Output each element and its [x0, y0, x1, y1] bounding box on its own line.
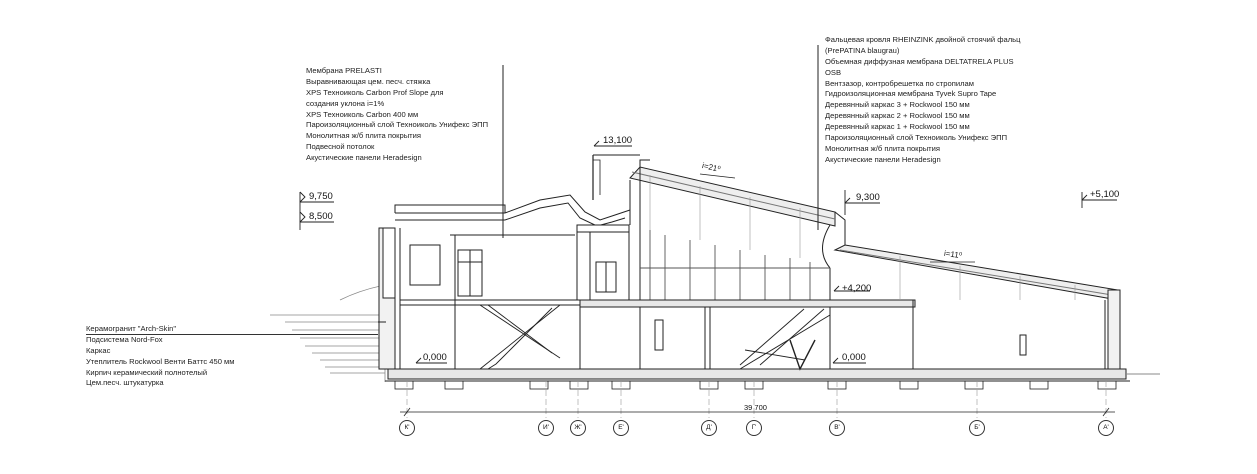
note-line: Вентзазор, контробрешетка по стропилам [825, 78, 974, 88]
note-line: Фальцевая кровля RHEINZINK двойной стояч… [825, 35, 1021, 44]
level-label-5100: +5,100 [1090, 189, 1120, 200]
note-line: Деревянный каркас 1 + Rockwool 150 мм [825, 122, 970, 132]
note-line: Керамогранит "Arch-Skin" [86, 324, 177, 333]
note-line: XPS Техноиколь Carbon 400 мм [306, 109, 419, 119]
level-markers [299, 140, 1117, 364]
note-line: Акустические панели Heradesign [825, 154, 941, 164]
slope-arrows [699, 173, 975, 263]
axis-bubble-k: К' [399, 420, 415, 436]
leader-lines [378, 45, 819, 323]
left-block-structure [378, 204, 580, 370]
note-line: Цем.песч. штукатурка [86, 378, 164, 388]
note-line: (PrePATINA blaugrau) [825, 45, 900, 55]
axis-bubble-g: Г' [746, 420, 762, 436]
flat-roof-layers-note: Мембрана PRELASTI Выравнивающая цем. пес… [306, 66, 488, 164]
axis-bubble-e: Е' [613, 420, 629, 436]
foundation-slab [385, 368, 1160, 382]
mezzanine-slab [579, 299, 1027, 369]
left-stair [479, 304, 561, 370]
axis-bubble-v: В' [829, 420, 845, 436]
axis-bubble-zh: Ж' [570, 420, 586, 436]
overall-dimension-label: 39 700 [744, 403, 767, 412]
note-line: Выравнивающая цем. песч. стяжка [306, 76, 431, 86]
pitched-roof-high [629, 159, 836, 300]
axis-bubble-a: А' [1098, 420, 1114, 436]
level-label-13100: 13,100 [603, 135, 633, 146]
note-line: создания уклона i=1% [306, 98, 385, 108]
note-line: Деревянный каркас 2 + Rockwool 150 мм [825, 111, 970, 121]
note-line: Гидроизоляционная мембрана Tyvek Supro T… [825, 89, 997, 99]
note-line: Подсистема Nord-Fox [86, 334, 163, 344]
note-line: Пароизоляционный слой Техноиколь Унифекс… [306, 120, 489, 130]
pitched-roof-low [822, 211, 1121, 370]
level-label-4200: +4,200 [842, 283, 872, 294]
level-label-9300: 9,300 [856, 192, 880, 203]
level-label-zero-left: 0,000 [423, 352, 447, 363]
level-label-zero-right: 0,000 [842, 352, 866, 363]
pitched-roof-layers-note: Фальцевая кровля RHEINZINK двойной стояч… [825, 35, 1020, 166]
note-line: Подвесной потолок [306, 142, 375, 152]
note-line: Монолитная ж/б плита покрытия [306, 131, 422, 141]
axis-bubble-d: Д' [701, 420, 717, 436]
central-stair [739, 308, 831, 371]
note-line: Утеплитель Rockwool Венти Баттс 450 мм [86, 356, 235, 366]
wall-layers-note: Керамогранит "Arch-Skin" Подсистема Nord… [86, 324, 234, 389]
axis-bubble-b: Б' [969, 420, 985, 436]
level-label-9750: 9,750 [309, 191, 333, 202]
glazing [640, 230, 830, 300]
axis-bubble-i: И' [538, 420, 554, 436]
footings [394, 380, 1117, 390]
note-line: Пароизоляционный слой Техноиколь Унифекс… [825, 133, 1008, 143]
note-line: OSB [825, 67, 842, 77]
central-roof-volume [504, 154, 640, 369]
note-line: Каркас [86, 345, 111, 355]
grid-axis-lines [406, 381, 1107, 418]
note-line: XPS Техноиколь Carbon Prof Slope для [306, 87, 444, 97]
wall-note-leader [86, 334, 378, 335]
note-line: Объемная диффузная мембрана DELTATRELA P… [825, 56, 1014, 66]
note-line: Мембрана PRELASTI [306, 66, 382, 75]
level-label-8500: 8,500 [309, 211, 333, 222]
note-line: Деревянный каркас 3 + Rockwool 150 мм [825, 100, 970, 110]
note-line: Кирпич керамический полнотелый [86, 367, 208, 377]
note-line: Акустические панели Heradesign [306, 153, 422, 163]
note-line: Монолитная ж/б плита покрытия [825, 143, 941, 153]
roof-structure-lines [649, 175, 1076, 300]
dimension-line [400, 407, 1115, 417]
